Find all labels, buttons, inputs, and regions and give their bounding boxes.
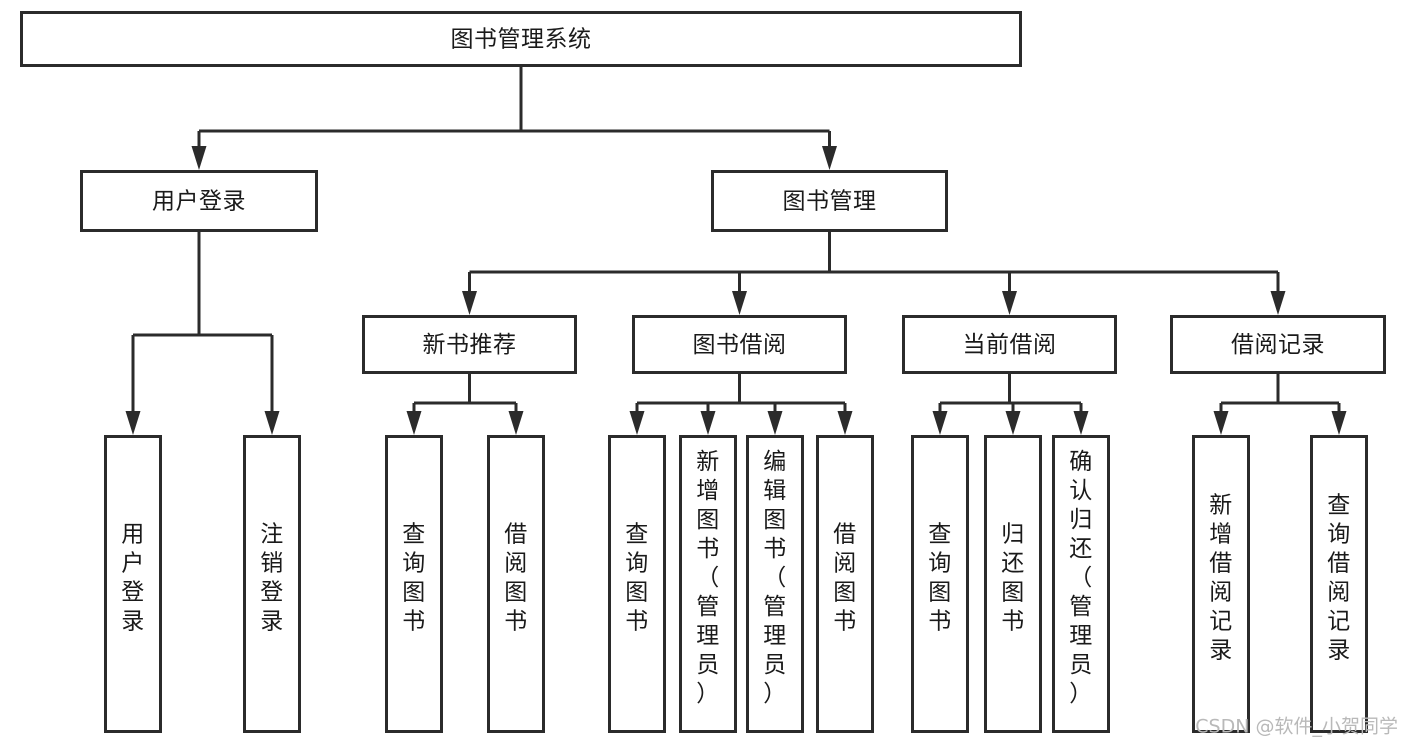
node-box-root[interactable] [20, 11, 1022, 67]
node-leaf-borrow-book-1[interactable]: 借阅图书 [487, 435, 545, 733]
node-label-leaf-add-record: 新增借阅记录 [1209, 493, 1233, 664]
node-leaf-return-book[interactable]: 归还图书 [984, 435, 1042, 733]
node-current-borrow[interactable]: 当前借阅 [902, 315, 1117, 374]
node-label-borrow-record: 借阅记录 [1231, 332, 1325, 358]
node-label-book-manage: 图书管理 [783, 189, 877, 215]
node-label-leaf-logout: 注销登录 [260, 522, 284, 635]
node-box-leaf-query-record[interactable] [1310, 435, 1368, 733]
node-leaf-confirm-return[interactable]: 确认归还（管理员） [1052, 435, 1110, 733]
edge-group-borrow-record [1213, 374, 1347, 435]
node-label-new-book-rec: 新书推荐 [423, 332, 517, 358]
node-leaf-query-record[interactable]: 查询借阅记录 [1310, 435, 1368, 733]
arrow-head-icon [462, 291, 477, 315]
node-box-book-borrow[interactable] [632, 315, 847, 374]
csdn-watermark: CSDN @软件_小贺同学 [1195, 716, 1398, 738]
node-box-leaf-logout[interactable] [243, 435, 301, 733]
arrow-head-icon [1073, 411, 1089, 435]
node-box-borrow-record[interactable] [1170, 315, 1386, 374]
node-box-current-borrow[interactable] [902, 315, 1117, 374]
node-label-leaf-query-book-1: 查询图书 [402, 522, 426, 635]
node-label-leaf-query-book-2: 查询图书 [625, 522, 649, 635]
node-book-manage[interactable]: 图书管理 [711, 170, 948, 232]
node-label-leaf-borrow-book-1: 借阅图书 [504, 522, 528, 635]
arrow-head-icon [1270, 291, 1286, 315]
node-leaf-query-book-3[interactable]: 查询图书 [911, 435, 969, 733]
nodes-layer: 图书管理系统用户登录图书管理新书推荐图书借阅当前借阅借阅记录用户登录注销登录查询… [20, 11, 1386, 733]
node-label-leaf-query-book-3: 查询图书 [928, 522, 952, 635]
edge-group-new-book-rec [406, 374, 524, 435]
node-label-leaf-add-book: 新增图书（管理员） [696, 449, 720, 707]
node-box-leaf-add-book[interactable] [679, 435, 737, 733]
node-box-leaf-user-login[interactable] [104, 435, 162, 733]
node-new-book-rec[interactable]: 新书推荐 [362, 315, 577, 374]
node-box-new-book-rec[interactable] [362, 315, 577, 374]
node-leaf-query-book-2[interactable]: 查询图书 [608, 435, 666, 733]
node-label-leaf-query-record: 查询借阅记录 [1327, 493, 1351, 664]
node-label-leaf-return-book: 归还图书 [1001, 522, 1025, 635]
node-label-leaf-edit-book: 编辑图书（管理员） [763, 449, 787, 707]
edges-layer [125, 67, 1347, 435]
node-label-book-borrow: 图书借阅 [693, 332, 787, 358]
node-box-leaf-query-book-3[interactable] [911, 435, 969, 733]
arrow-head-icon [1331, 411, 1347, 435]
node-box-leaf-return-book[interactable] [984, 435, 1042, 733]
edge-group-book-borrow [629, 374, 853, 435]
arrow-head-icon [932, 411, 948, 435]
edge-group-user-login [125, 232, 280, 435]
node-box-user-login[interactable] [80, 170, 318, 232]
arrow-head-icon [191, 146, 207, 170]
node-box-book-manage[interactable] [711, 170, 948, 232]
arrow-head-icon [732, 291, 747, 315]
node-box-leaf-borrow-book-2[interactable] [816, 435, 874, 733]
node-leaf-logout[interactable]: 注销登录 [243, 435, 301, 733]
arrow-head-icon [767, 411, 783, 435]
node-box-leaf-confirm-return[interactable] [1052, 435, 1110, 733]
node-root[interactable]: 图书管理系统 [20, 11, 1022, 67]
node-leaf-edit-book[interactable]: 编辑图书（管理员） [746, 435, 804, 733]
arrow-head-icon [700, 411, 716, 435]
node-book-borrow[interactable]: 图书借阅 [632, 315, 847, 374]
arrow-head-icon [629, 411, 645, 435]
node-user-login[interactable]: 用户登录 [80, 170, 318, 232]
arrow-head-icon [1002, 291, 1017, 315]
arrow-head-icon [837, 411, 853, 435]
node-leaf-add-record[interactable]: 新增借阅记录 [1192, 435, 1250, 733]
node-label-leaf-user-login: 用户登录 [121, 522, 145, 635]
arrow-head-icon [508, 411, 524, 435]
arrow-head-icon [125, 411, 141, 435]
node-label-user-login: 用户登录 [152, 189, 246, 215]
node-leaf-user-login[interactable]: 用户登录 [104, 435, 162, 733]
edge-group-book-manage [462, 232, 1286, 315]
node-label-leaf-borrow-book-2: 借阅图书 [833, 522, 857, 635]
node-box-leaf-edit-book[interactable] [746, 435, 804, 733]
node-borrow-record[interactable]: 借阅记录 [1170, 315, 1386, 374]
node-box-leaf-borrow-book-1[interactable] [487, 435, 545, 733]
node-label-leaf-confirm-return: 确认归还（管理员） [1069, 449, 1093, 707]
node-leaf-query-book-1[interactable]: 查询图书 [385, 435, 443, 733]
edge-group-current-borrow [932, 374, 1089, 435]
node-leaf-borrow-book-2[interactable]: 借阅图书 [816, 435, 874, 733]
edge-group-root [191, 67, 837, 170]
node-label-root: 图书管理系统 [451, 27, 592, 53]
arrow-head-icon [1005, 411, 1021, 435]
node-box-leaf-query-book-2[interactable] [608, 435, 666, 733]
arrow-head-icon [406, 411, 422, 435]
node-box-leaf-query-book-1[interactable] [385, 435, 443, 733]
arrow-head-icon [264, 411, 280, 435]
node-leaf-add-book[interactable]: 新增图书（管理员） [679, 435, 737, 733]
arrow-head-icon [822, 146, 837, 170]
node-label-current-borrow: 当前借阅 [963, 332, 1057, 358]
arrow-head-icon [1213, 411, 1229, 435]
node-box-leaf-add-record[interactable] [1192, 435, 1250, 733]
